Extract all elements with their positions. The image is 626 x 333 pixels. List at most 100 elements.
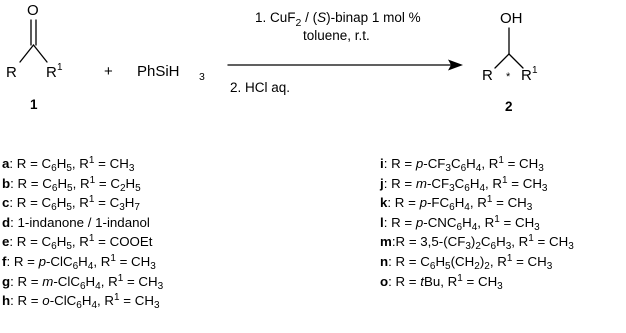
substrate-entry-e: e: R = C6H5, R1 = COOEt <box>2 232 163 252</box>
formula-subscript: 4 <box>479 182 485 194</box>
formula-subscript: 6 <box>490 241 497 253</box>
formula-text: H <box>124 195 135 211</box>
formula-text: ) <box>479 253 485 269</box>
formula-superscript: 1 <box>498 155 504 166</box>
formula-text: H <box>85 273 96 289</box>
alcohol-r1-label: R <box>521 67 532 84</box>
formula-subscript: 3 <box>449 182 455 194</box>
ketone-r-label: R <box>6 64 17 81</box>
formula-text: : R = <box>10 273 43 289</box>
ketone-oxygen-label: O <box>27 2 39 19</box>
formula-superscript: 1 <box>88 155 95 166</box>
ketone-structure: O R R 1 1 <box>6 2 63 112</box>
formula-text: H <box>78 253 88 269</box>
formula-subscript: 6 <box>429 260 436 272</box>
formula-text: , R <box>511 234 529 250</box>
substrate-entry-c: c: R = C6H5, R1 = C3H7 <box>2 193 163 213</box>
formula-superscript: 1 <box>494 213 500 225</box>
substrate-entry-b: b: R = C6H5, R1 = C2H5 <box>2 174 163 194</box>
formula-text: = CH <box>499 214 535 230</box>
formula-subscript: 4 <box>475 163 482 174</box>
ketone-bond-r <box>19 44 35 63</box>
formula-text: : R = C <box>388 253 430 269</box>
formula-italic: p <box>419 195 427 211</box>
ketone-r1-superscript: 1 <box>57 62 63 73</box>
formula-subscript: 3 <box>445 163 451 174</box>
formula-text: , R <box>477 214 495 230</box>
substrate-label: m <box>380 234 392 250</box>
formula-text: -ClC <box>53 273 80 289</box>
formula-text: , R <box>93 253 111 269</box>
formula-subscript: 3 <box>465 241 471 253</box>
alcohol-structure: OH R * R 1 2 <box>482 10 538 114</box>
formula-superscript: 1 <box>528 233 534 245</box>
formula-superscript: 1 <box>457 272 463 284</box>
formula-text: = CH <box>123 273 158 289</box>
alcohol-bond-r1 <box>508 53 524 69</box>
formula-subscript: 6 <box>72 260 79 272</box>
substrate-entry-j: j: R = m-CF3C6H4, R1 = CH3 <box>380 174 574 194</box>
formula-subscript: 3 <box>534 221 540 233</box>
formula-text: , R <box>97 293 115 309</box>
formula-subscript: 3 <box>505 241 512 253</box>
substrate-entry-d: d: 1-indanone / 1-indanol <box>2 213 163 233</box>
formula-text: ) <box>470 234 476 250</box>
silane-formula: PhSiH 3 <box>137 63 205 83</box>
substrate-label: l <box>380 214 384 230</box>
formula-text: , R <box>71 156 89 171</box>
substrate-entry-a: a: R = C6H5, R1 = CH3 <box>2 154 163 174</box>
formula-subscript: 4 <box>471 221 478 233</box>
formula-superscript: 1 <box>502 174 508 186</box>
substrate-entry-i: i: R = p-CF3C6H4, R1 = CH3 <box>380 154 574 174</box>
formula-text: = CH <box>115 253 151 269</box>
formula-text: : R = <box>388 273 421 289</box>
formula-text: -CNC <box>423 214 457 230</box>
alcohol-oh-label: OH <box>500 10 523 27</box>
formula-text: C <box>454 175 465 191</box>
formula-text: = CH <box>119 293 154 309</box>
substrate-entry-n: n: R = C6H5(CH2)2, R1 = CH3 <box>380 252 574 272</box>
condition-step2: 2. HCl aq. <box>230 80 290 95</box>
formula-text: -ClC <box>46 253 73 269</box>
substrate-entry-k: k: R = p-FC6H4, R1 = CH3 <box>380 193 574 213</box>
formula-subscript: 5 <box>67 182 73 194</box>
formula-text: H <box>435 253 446 269</box>
formula-text: (CH <box>450 253 475 269</box>
formula-text: , R <box>72 175 90 191</box>
formula-text: , R <box>71 195 89 211</box>
ketone-r1-label: R <box>46 64 57 81</box>
formula-text: : 1-indanone / 1-indanol <box>10 214 150 230</box>
formula-text: C <box>480 234 491 250</box>
formula-text: = CH <box>492 195 527 211</box>
stereocenter-asterisk: * <box>506 71 511 83</box>
formula-text: = CH <box>503 156 539 171</box>
formula-subscript: 6 <box>51 202 57 214</box>
arrow-head <box>448 59 463 71</box>
formula-text: = C <box>94 195 120 211</box>
formula-subscript: 4 <box>95 280 101 292</box>
silane-subscript: 3 <box>199 71 205 83</box>
formula-italic: p <box>38 253 46 269</box>
formula-text: , R <box>100 273 118 289</box>
formula-subscript: 3 <box>128 163 135 174</box>
formula-subscript: 6 <box>460 163 467 174</box>
formula-text: H <box>462 214 472 230</box>
formula-text: = CH <box>94 156 129 171</box>
formula-text: : R = <box>383 156 416 171</box>
formula-subscript: 5 <box>66 241 72 253</box>
formula-text: : R = C <box>9 234 52 250</box>
formula-subscript: 6 <box>51 241 57 253</box>
formula-subscript: 3 <box>538 163 544 174</box>
formula-subscript: 3 <box>526 202 533 214</box>
substrate-label: n <box>380 253 389 269</box>
substrate-label: h <box>2 293 11 309</box>
substrate-label: a <box>2 156 10 171</box>
reaction-arrow <box>227 59 463 71</box>
compound-number-2: 2 <box>505 99 513 114</box>
formula-subscript: 2 <box>484 260 490 272</box>
alcohol-r1-superscript: 1 <box>532 65 538 76</box>
formula-text: = CH <box>533 234 569 250</box>
formula-text: H <box>469 175 480 191</box>
formula-subscript: 4 <box>464 202 470 214</box>
